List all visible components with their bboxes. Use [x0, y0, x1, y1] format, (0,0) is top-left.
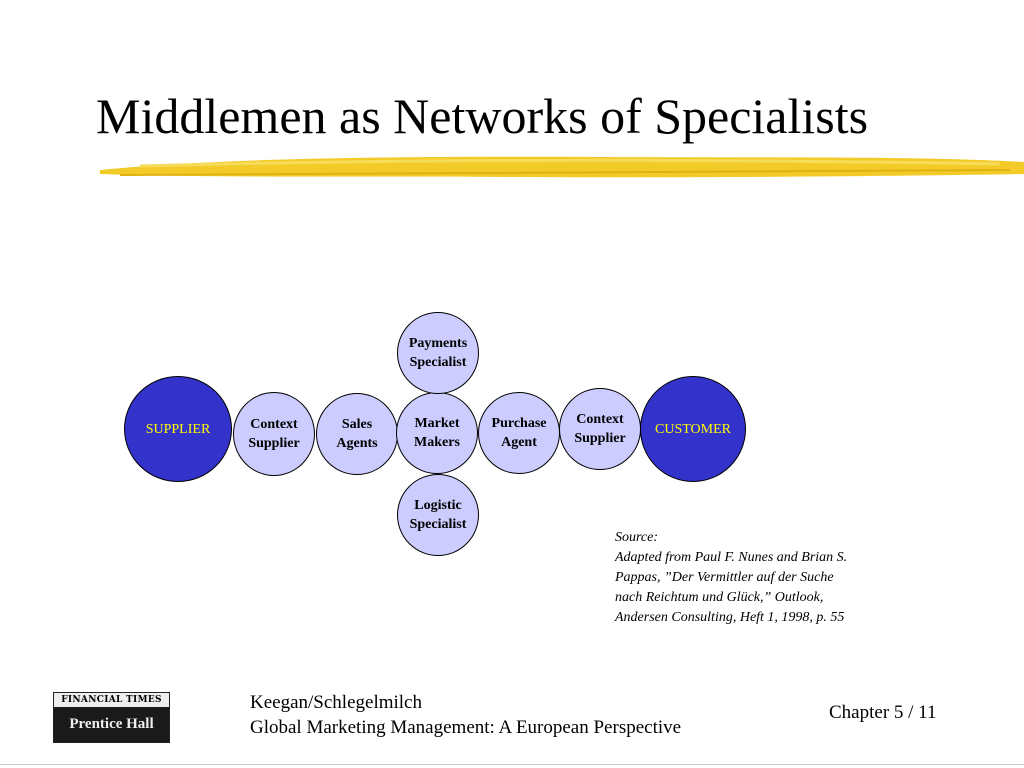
market-makers-node: Market Makers	[396, 392, 478, 474]
source-line: Pappas, ”Der Vermittler auf der Suche	[615, 570, 834, 585]
context-supplier-left-node: Context Supplier	[233, 392, 315, 476]
sales-agents-label: Sales Agents	[336, 417, 378, 451]
footer-chapter: Chapter 5 / 11	[829, 702, 937, 723]
highlighter-underline	[100, 156, 1024, 178]
market-makers-label: Market Makers	[414, 416, 460, 450]
context-supplier-right-node: Context Supplier	[559, 388, 641, 470]
logistic-specialist-label: Logistic Specialist	[409, 498, 467, 532]
footer-citation: Keegan/Schlegelmilch Global Marketing Ma…	[250, 690, 681, 740]
payments-specialist-label: Payments Specialist	[408, 336, 468, 370]
purchase-agent-label: Purchase Agent	[491, 416, 547, 450]
logistic-specialist-node: Logistic Specialist	[397, 474, 479, 556]
publisher-logo: FINANCIAL TIMES Prentice Hall	[53, 692, 170, 743]
source-line: nach Reichtum und Glück,” Outlook,	[615, 590, 824, 605]
supplier-label: SUPPLIER	[145, 421, 211, 437]
source-line: Adapted from Paul F. Nunes and Brian S.	[615, 550, 848, 565]
context-supplier-left-label: Context Supplier	[248, 417, 300, 451]
bottom-divider	[0, 764, 1024, 765]
footer-authors: Keegan/Schlegelmilch	[250, 692, 422, 713]
supplier-node: SUPPLIER	[124, 376, 232, 482]
source-label: Source:	[615, 530, 659, 545]
context-supplier-right-label: Context Supplier	[574, 412, 626, 446]
payments-specialist-node: Payments Specialist	[397, 312, 479, 394]
footer-book-title: Global Marketing Management: A European …	[250, 717, 682, 738]
logo-prentice-hall: Prentice Hall	[54, 707, 169, 742]
purchase-agent-node: Purchase Agent	[478, 392, 560, 474]
logo-financial-times: FINANCIAL TIMES	[54, 693, 169, 707]
customer-label: CUSTOMER	[655, 421, 731, 437]
customer-node: CUSTOMER	[640, 376, 746, 482]
sales-agents-node: Sales Agents	[316, 393, 398, 475]
source-citation: Source: Adapted from Paul F. Nunes and B…	[615, 528, 915, 628]
slide-title: Middlemen as Networks of Specialists	[96, 88, 869, 144]
source-line: Andersen Consulting, Heft 1, 1998, p. 55	[615, 610, 845, 625]
